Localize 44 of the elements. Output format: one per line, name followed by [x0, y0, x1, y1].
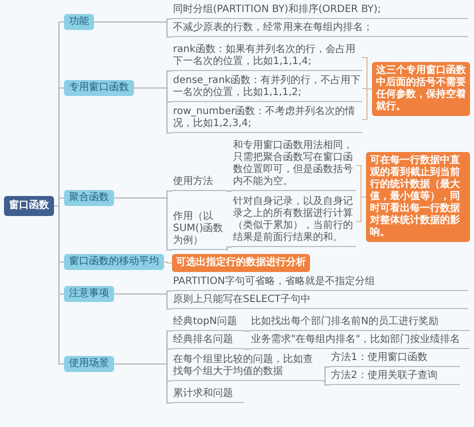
topic-text: rank函数：如果有并列名次的行，会占用下一名次的位置，比如1,1,1,4; [172, 44, 362, 71]
topic-text: 方法1：使用窗口函数 [330, 352, 460, 367]
branch-topic: 聚合函数 [64, 190, 114, 206]
topic-text: 方法2：使用关联子查询 [330, 370, 460, 385]
note-callout: 可选出指定行的数据进行分析 [172, 254, 310, 272]
topic-text: dense_rank函数：有并列的行，不占用下一名次的位置，比如1,1,1,2; [172, 75, 362, 102]
branch-topic: 注意事项 [64, 286, 114, 302]
branch-topic: 专用窗口函数 [64, 80, 134, 96]
root-topic: 窗口函数 [4, 196, 54, 216]
topic-text: 针对自身记录，以及自身记录之上的所有数据进行计算（类似于累加），当前行的结果是前面行结果的和。 [232, 196, 356, 247]
connector [356, 196, 366, 222]
branch-topic: 使用场景 [64, 356, 114, 372]
topic-text: 经典topN问题 [172, 316, 244, 331]
topic-text: 和专用窗口函数用法相同，只需把聚合函数写在窗口函数位置即可，但是函数括号内不能为空。 [232, 140, 356, 191]
topic-text: 在每个组里比较的问题，比如查找每个组大于均值的数据 [172, 354, 322, 381]
branch-topic: 窗口函数的移动平均 [64, 254, 164, 270]
connector [114, 363, 172, 404]
branch-topic: 功能 [64, 14, 94, 30]
topic-text: 原则上只能写在SELECT子句中 [172, 294, 468, 309]
note-callout: 这三个专用窗口函数中后面的括号不需要任何参数，保持空着就行。 [372, 62, 470, 116]
topic-text: 经典排名问题 [172, 334, 244, 349]
connector [322, 366, 330, 382]
connector [226, 246, 232, 251]
connector [54, 205, 64, 365]
connector [322, 380, 330, 386]
note-callout: 可在每一行数据中直观的看到截止到当前行的统计数据（最大值，最小值等），同时可看出每一行数据对整体统计数据的影响。 [366, 152, 470, 242]
connector [164, 261, 172, 264]
topic-text: PARTITION字句可省略，省略就是不指定分组 [172, 276, 468, 291]
topic-text: 使用方法 [172, 176, 226, 191]
topic-text: 不减少原表的行数，经常用来在每组内排名； [172, 22, 468, 37]
connector [114, 197, 172, 251]
connector [244, 330, 250, 332]
topic-text: 同时分组(PARTITION BY)和排序(ORDER BY); [172, 4, 468, 19]
topic-text: 作用（以SUM()函数为例） [172, 211, 228, 250]
connector [244, 348, 250, 350]
connector [226, 190, 232, 192]
topic-text: 比如找出每个部门排名前N的员工进行奖励 [250, 316, 470, 331]
connector [114, 293, 172, 310]
connector [94, 21, 172, 38]
connector [134, 87, 172, 134]
topic-text: row_number函数：不考虑并列名次的情况，比如1,2,3,4; [172, 106, 362, 133]
topic-text: 累计求和问题 [172, 388, 244, 403]
connector [362, 88, 372, 120]
topic-text: 业务需求"在每组内排名"，比如部门按业绩排名 [250, 334, 470, 349]
